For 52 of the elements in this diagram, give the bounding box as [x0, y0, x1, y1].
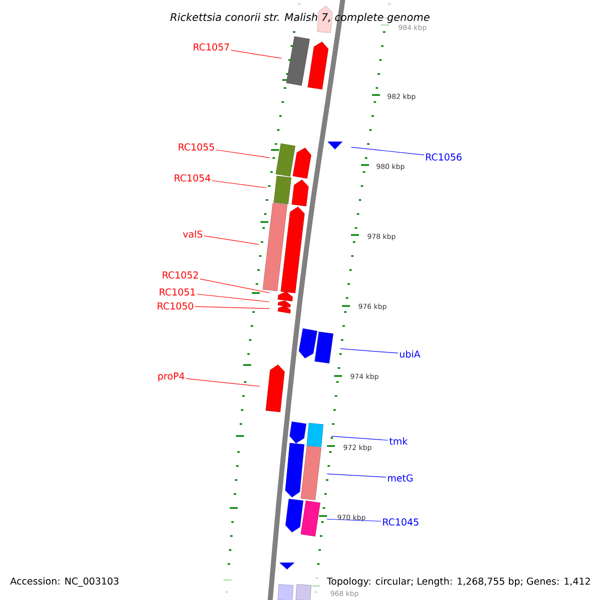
gene-label: proP4 — [158, 372, 184, 382]
gene-block — [308, 42, 328, 90]
title: Rickettsia conorii str. Malish 7, complete genome — [170, 12, 430, 24]
leader-line — [216, 150, 270, 158]
gene-block — [292, 148, 312, 179]
info-text: Topology: circular; Length: 1,268,755 bp; Genes: 1,412 — [326, 577, 590, 587]
leader-line — [330, 436, 388, 441]
gene-label: metG — [388, 474, 413, 482]
gene-label: RC1056 — [426, 153, 462, 161]
gene-block — [292, 180, 309, 206]
leader-line — [326, 518, 382, 522]
gene-box — [300, 446, 322, 500]
gene-label: RC1057 — [194, 43, 229, 51]
leader-line — [194, 306, 270, 309]
gene-box — [306, 422, 324, 448]
gene-block — [278, 292, 293, 302]
gene-triangle — [280, 562, 294, 570]
gene-label: ubiA — [400, 350, 420, 358]
gene-block — [285, 498, 304, 532]
gene-label: RC1055 — [178, 143, 214, 151]
gene-block — [266, 364, 285, 412]
gene-block — [278, 300, 291, 308]
gene-label: valS — [182, 230, 202, 238]
gene-triangle — [328, 142, 342, 150]
gene-box — [274, 176, 292, 204]
gene-box — [278, 584, 294, 600]
leader-line — [340, 348, 398, 354]
gene-block — [298, 328, 318, 358]
gene-block — [278, 306, 291, 314]
leader-line — [212, 180, 267, 188]
leader-line — [186, 378, 260, 387]
gene-box — [314, 332, 334, 364]
gene-block — [317, 6, 332, 33]
gene-block — [290, 422, 306, 444]
gene-box — [276, 143, 296, 177]
leader-line — [204, 235, 260, 245]
leader-line — [326, 474, 386, 478]
info-text: Accession: NC_003103 — [10, 577, 118, 587]
leader-line — [350, 146, 424, 156]
gene-label: RC1052 — [162, 271, 198, 279]
leader-line — [200, 278, 270, 294]
gene-box — [262, 202, 288, 292]
gene-box — [286, 36, 310, 86]
leader-line — [196, 294, 270, 302]
leader-line — [230, 50, 282, 59]
gene-label: RC1050 — [158, 302, 194, 310]
gene-box — [296, 584, 312, 600]
gene-label: RC1045 — [383, 518, 418, 526]
gene-label: tmk — [389, 437, 408, 445]
gene-label: RC1054 — [174, 174, 210, 182]
gene-label: RC1051 — [160, 288, 195, 296]
gene-box — [300, 500, 320, 536]
